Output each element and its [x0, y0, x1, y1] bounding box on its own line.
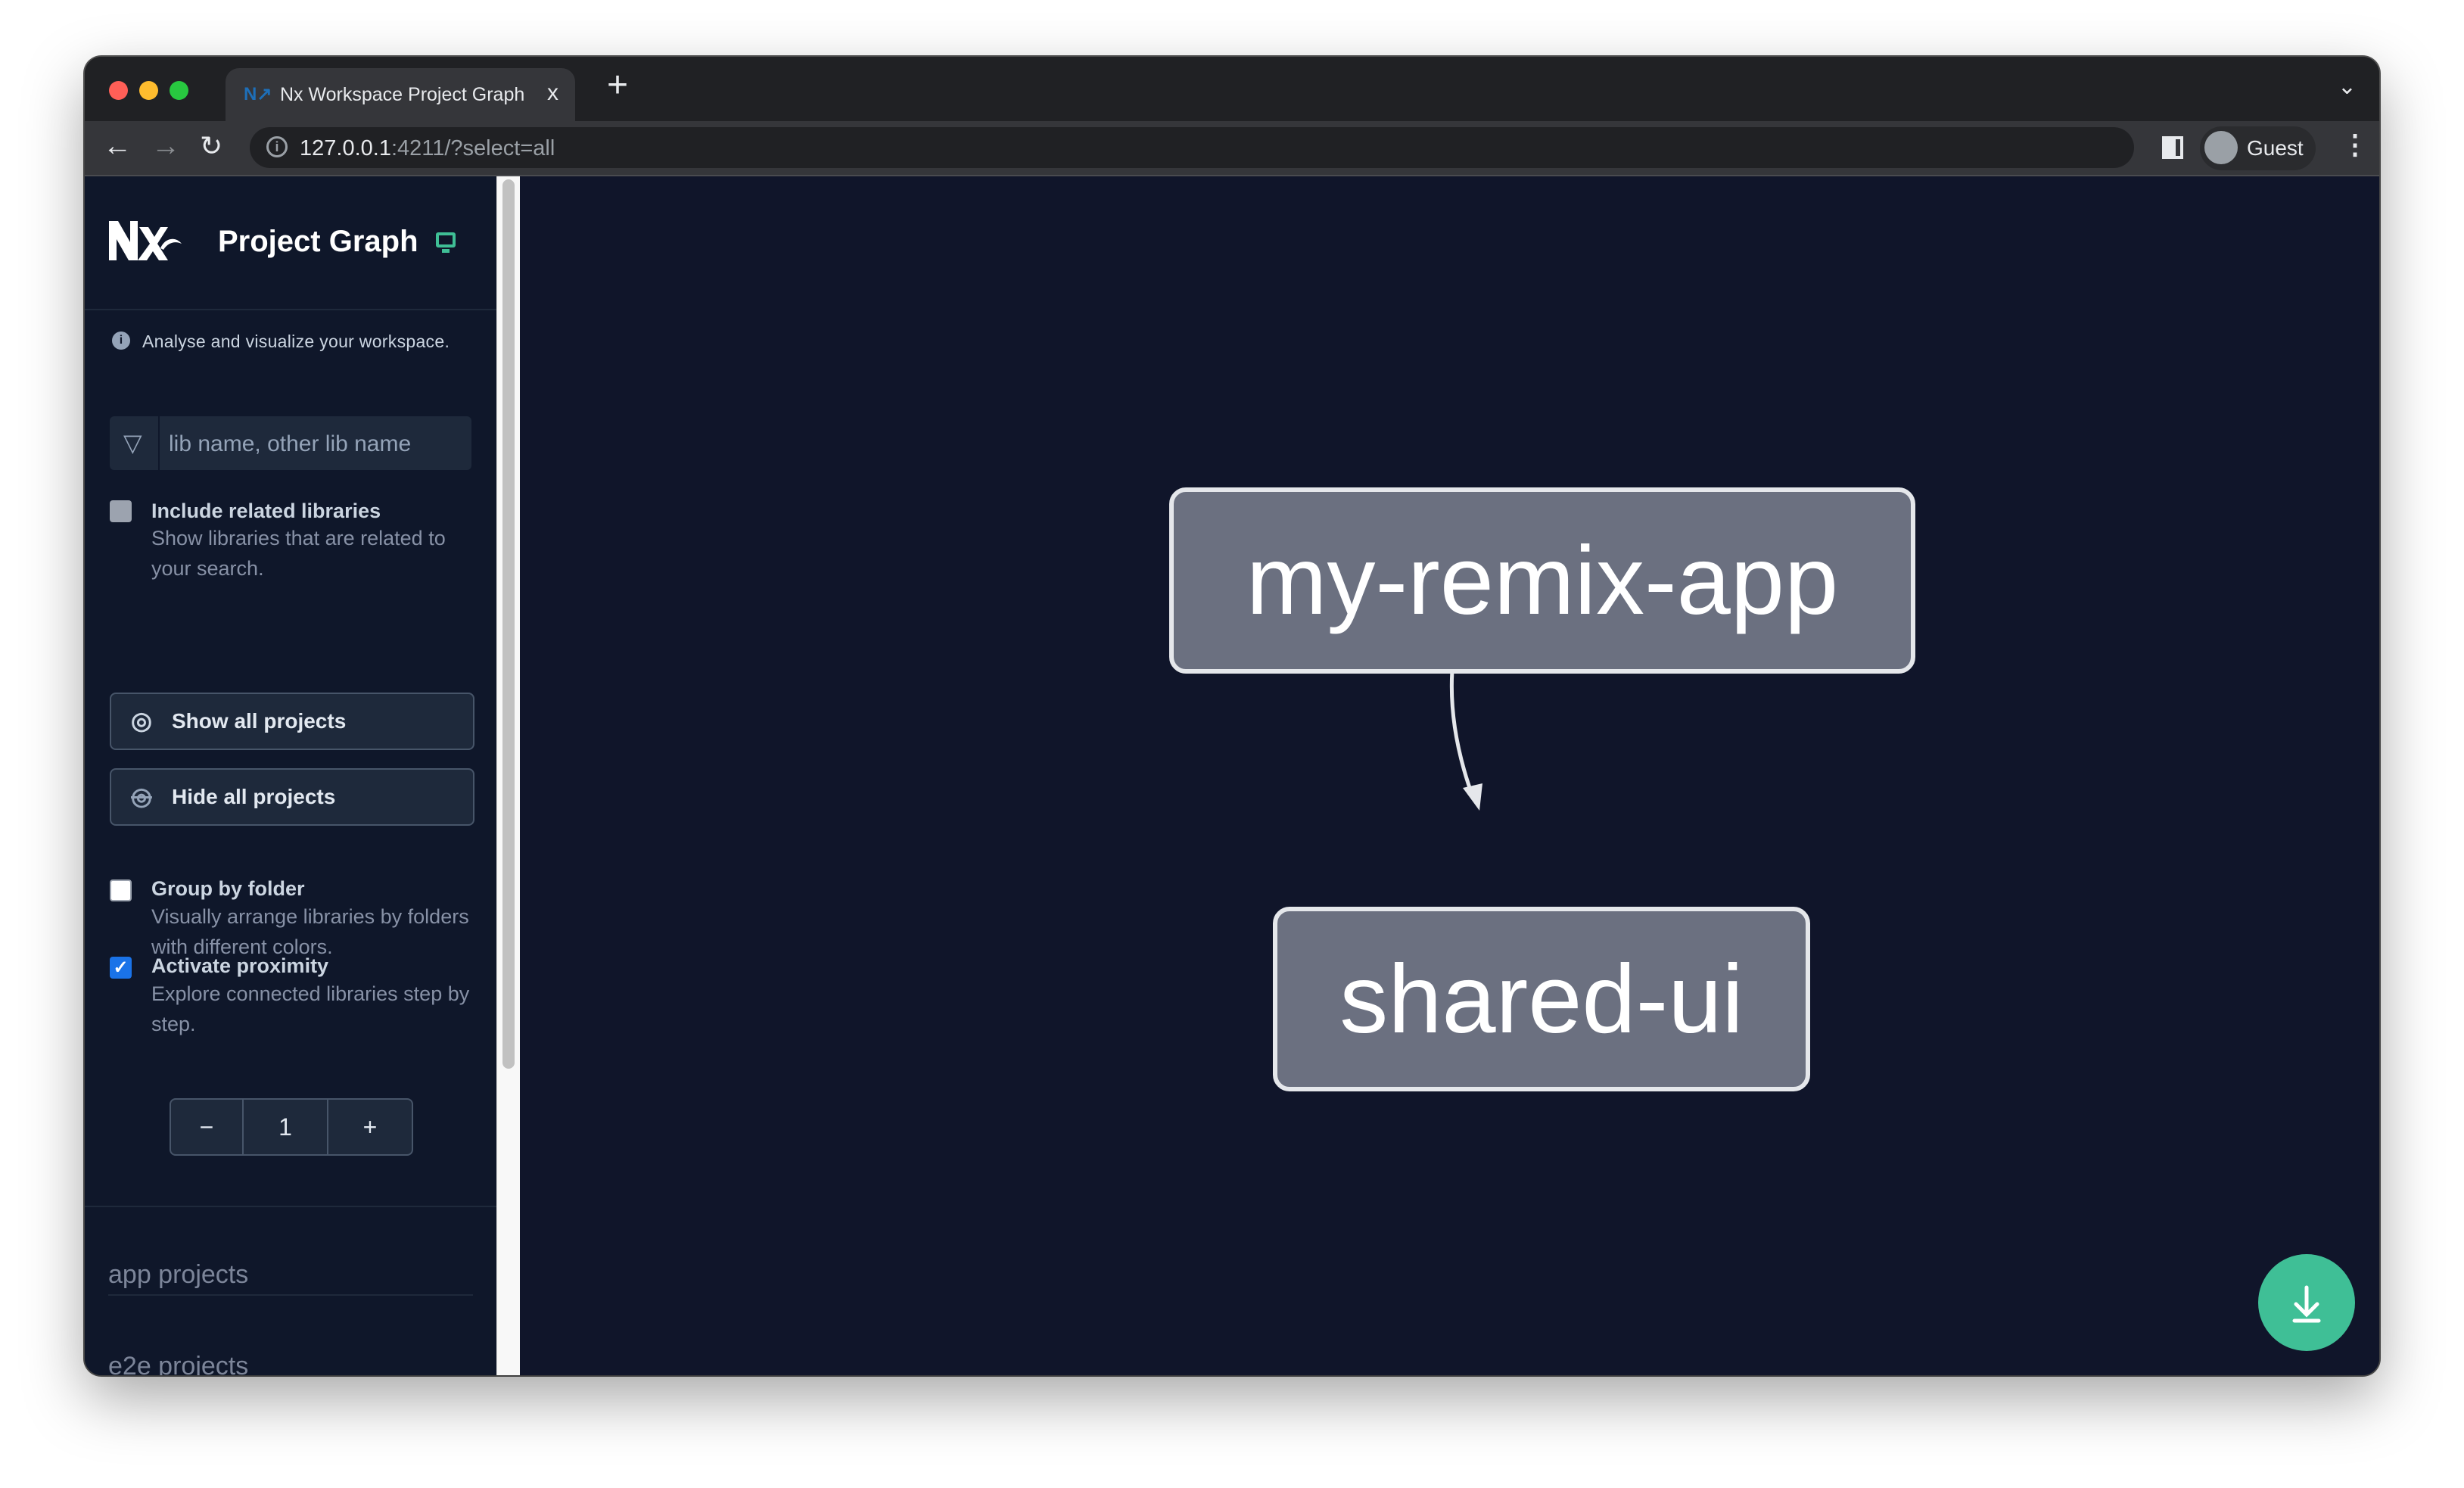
search-placeholder: lib name, other lib name [169, 431, 412, 456]
page-title: Project Graph [218, 225, 418, 258]
sidebar-scrollbar[interactable] [496, 176, 520, 1375]
forward-icon[interactable]: → [151, 130, 180, 162]
hide-all-label: Hide all projects [172, 785, 336, 808]
avatar-icon [2204, 131, 2238, 164]
info-text: Analyse and visualize your workspace. [142, 332, 450, 351]
download-icon [2292, 1285, 2321, 1323]
filter-icon: ▽ [123, 429, 142, 456]
address-bar[interactable]: i 127.0.0.1:4211/?select=all [250, 127, 2134, 168]
tab-search-chevron-icon[interactable]: ⌄ [2337, 74, 2357, 99]
hide-all-projects-button[interactable]: ◎ Hide all projects [110, 768, 474, 826]
download-button[interactable] [2258, 1254, 2355, 1351]
group-e2e-projects: e2e projects [108, 1352, 473, 1375]
eye-icon: ◎ [131, 707, 152, 734]
graph-node[interactable]: shared-ui [1273, 907, 1810, 1091]
include-related-label: Include related libraries [151, 500, 381, 522]
sidebar: Project Graph i Analyse and visualize yo… [85, 176, 496, 1375]
close-window-button[interactable] [109, 81, 128, 100]
url-path: :4211/?select=all [390, 136, 555, 160]
group-by-folder-description: Visually arrange libraries by folders wi… [151, 905, 469, 958]
include-related-checkbox[interactable] [110, 500, 132, 522]
stepper-value[interactable]: 1 [244, 1100, 328, 1154]
eye-off-icon: ◎ [131, 783, 152, 810]
back-icon[interactable]: ← [103, 130, 132, 162]
edge-arrowhead [1463, 783, 1482, 811]
header-divider [85, 309, 496, 310]
url-host: 127.0.0.1 [300, 136, 391, 160]
tab-bar: N↗ Nx Workspace Project Graph x + ⌄ [85, 57, 2379, 121]
graph-node[interactable]: my-remix-app [1169, 487, 1915, 674]
include-related-description: Show libraries that are related to your … [151, 527, 446, 580]
nx-logo-icon [109, 221, 182, 260]
nx-favicon-icon: N↗ [244, 84, 272, 104]
show-all-projects-button[interactable]: ◎ Show all projects [110, 693, 474, 750]
profile-name: Guest [2247, 136, 2304, 160]
monitor-icon[interactable] [436, 232, 456, 253]
close-tab-icon[interactable]: x [547, 80, 558, 105]
activate-proximity-label: Activate proximity [151, 954, 329, 977]
site-info-icon[interactable]: i [266, 136, 288, 157]
menu-kebab-icon[interactable]: ⋮ [2341, 129, 2369, 160]
profile-button[interactable]: Guest [2200, 126, 2316, 170]
section-divider [85, 1206, 496, 1207]
decrement-button[interactable]: − [171, 1100, 244, 1154]
search-input[interactable]: ▽ lib name, other lib name [110, 416, 471, 470]
group-by-folder-checkbox[interactable] [110, 879, 132, 901]
graph-canvas[interactable]: my-remix-app shared-ui [520, 176, 2379, 1375]
graph-edges [1449, 553, 1488, 811]
activate-proximity-checkbox[interactable]: ✓ [110, 957, 132, 979]
new-tab-button[interactable]: + [607, 65, 629, 105]
browser-tab[interactable]: N↗ Nx Workspace Project Graph x [226, 68, 575, 121]
browser-toolbar: ← → ↻ i 127.0.0.1:4211/?select=all Guest… [85, 121, 2379, 176]
scrollbar-thumb[interactable] [502, 179, 515, 1069]
browser-window: N↗ Nx Workspace Project Graph x + ⌄ ← → … [85, 57, 2379, 1375]
group-app-projects: app projects [108, 1260, 473, 1296]
activate-proximity-description: Explore connected libraries step by step… [151, 982, 470, 1035]
group-by-folder-label: Group by folder [151, 877, 305, 900]
proximity-stepper: − 1 + [170, 1098, 413, 1156]
tab-title: Nx Workspace Project Graph [280, 84, 525, 105]
info-icon: i [112, 332, 130, 350]
maximize-window-button[interactable] [170, 81, 188, 100]
increment-button[interactable]: + [362, 1113, 378, 1141]
show-all-label: Show all projects [172, 709, 347, 733]
minimize-window-button[interactable] [139, 81, 158, 100]
side-panel-icon[interactable] [2162, 136, 2183, 159]
reload-icon[interactable]: ↻ [200, 130, 223, 161]
